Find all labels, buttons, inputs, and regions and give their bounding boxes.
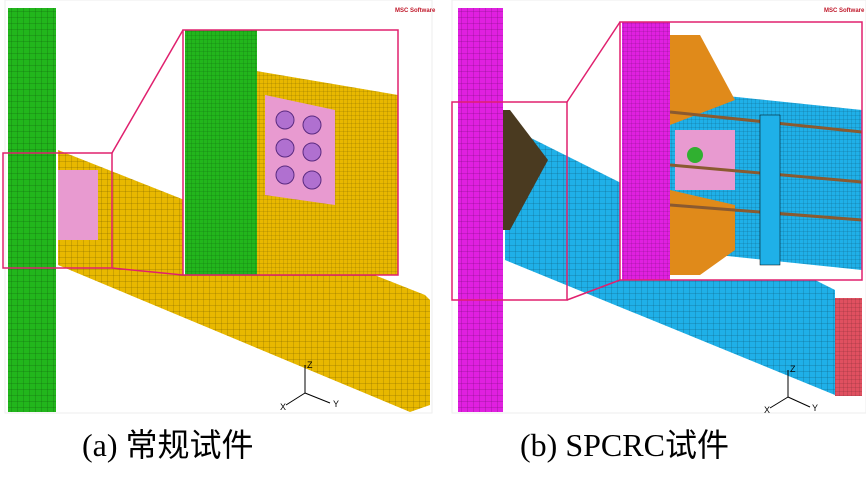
stiffener-b [495, 110, 548, 230]
axis-x-label: X [764, 405, 770, 415]
zoom-source-box-b [451, 101, 568, 301]
axis-triad-a: Z Y X [280, 360, 339, 412]
axis-triad-b: Z Y X [764, 364, 818, 415]
axis-y-label: Y [333, 399, 339, 409]
msc-logo: MSC Software [824, 8, 865, 14]
axis-z-label: Z [790, 364, 796, 374]
caption-a: (a) 常规试件 [82, 427, 254, 463]
zoom-source-box-a [2, 152, 113, 269]
zoom-inset-b [619, 21, 863, 281]
panel-a-model: Z Y X MSC Software [2, 0, 436, 414]
axis-x-label: X [280, 402, 286, 412]
msc-logo: MSC Software [395, 8, 436, 14]
caption-b: (b) SPCRC试件 [520, 427, 729, 463]
end-plate-a [58, 170, 98, 240]
zoom-inset-a [182, 29, 399, 276]
panel-b-model: Z Y X MSC Software [451, 0, 866, 415]
axis-z-label: Z [307, 360, 313, 370]
axis-y-label: Y [812, 403, 818, 413]
